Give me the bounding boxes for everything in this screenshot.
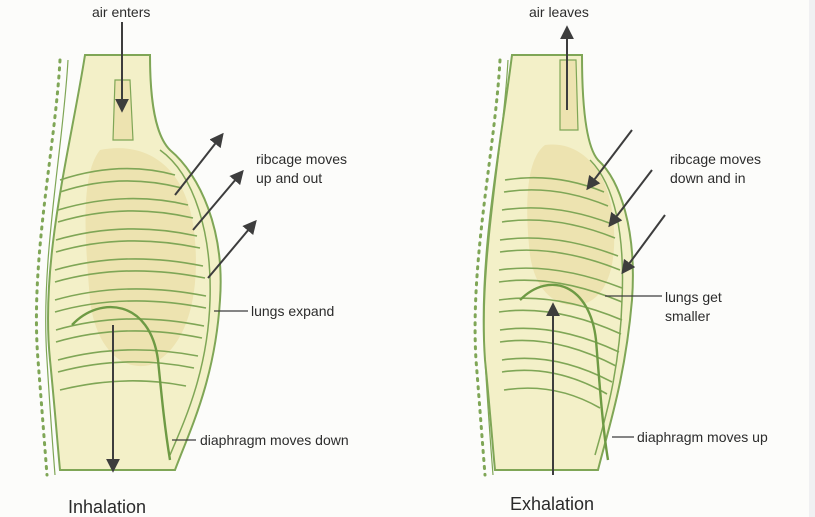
- exhalation-caption: Exhalation: [510, 494, 594, 515]
- inhalation-caption: Inhalation: [68, 497, 146, 517]
- exhalation-trachea: [560, 60, 578, 130]
- ribcage-moves-up-label-line1: ribcage moves: [256, 150, 347, 169]
- ribcage-moves-up-label-line2: up and out: [256, 169, 322, 188]
- lungs-expand-label: lungs expand: [251, 302, 334, 321]
- scan-edge-right: [809, 0, 815, 517]
- diaphragm-moves-up-label: diaphragm moves up: [637, 428, 768, 447]
- air-leaves-label: air leaves: [529, 3, 589, 22]
- ribcage-moves-in-label-line1: ribcage moves: [670, 150, 761, 169]
- air-enters-label: air enters: [92, 3, 150, 22]
- ribcage-moves-in-label-line2: down and in: [670, 169, 746, 188]
- diaphragm-moves-down-label: diaphragm moves down: [200, 431, 349, 450]
- lungs-get-smaller-label-line2: smaller: [665, 307, 710, 326]
- lungs-get-smaller-label-line1: lungs get: [665, 288, 722, 307]
- inhalation-figure: [36, 55, 220, 475]
